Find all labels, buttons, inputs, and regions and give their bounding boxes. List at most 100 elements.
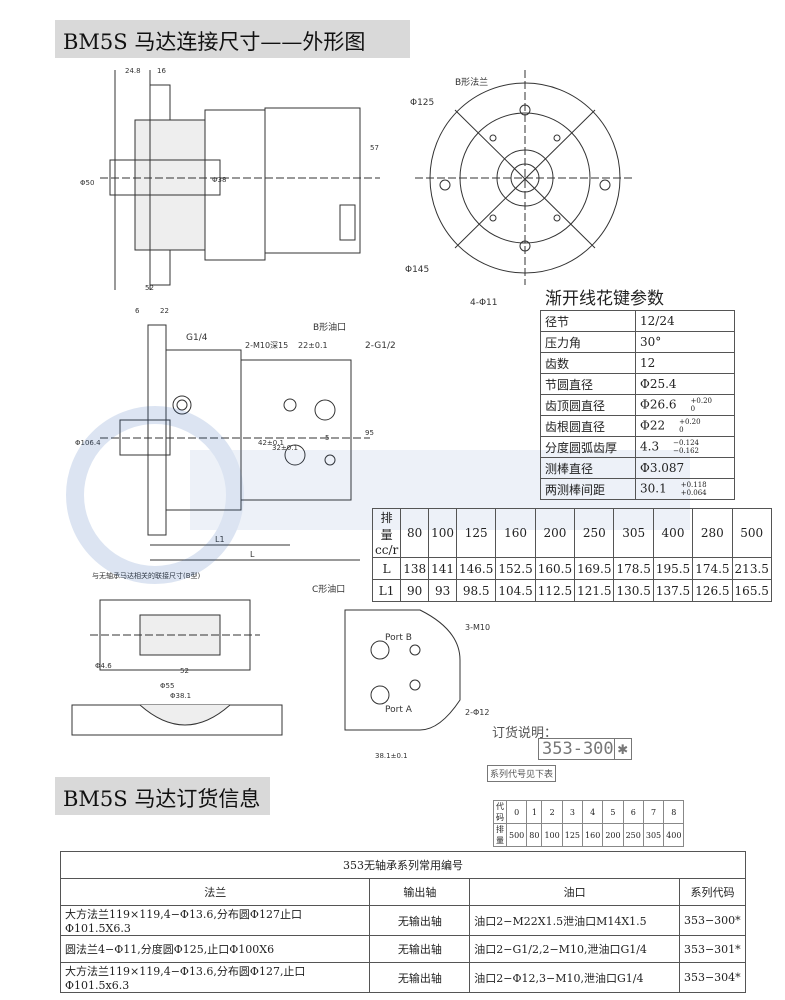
cell: 126.5 xyxy=(692,579,733,602)
spline-param: 节圆直径 xyxy=(540,373,636,395)
cell: 104.5 xyxy=(495,579,536,602)
svg-text:Φ55: Φ55 xyxy=(160,682,174,690)
svg-text:6: 6 xyxy=(135,307,140,315)
svg-text:Φ125: Φ125 xyxy=(410,98,434,108)
section-title-order: BM5S 马达订货信息 xyxy=(55,777,270,815)
spline-param: 齿数 xyxy=(540,352,636,374)
series-header: 法兰输出轴油口系列代码 xyxy=(59,878,747,906)
order-code: 353-300 xyxy=(542,739,614,759)
front-view-drawing xyxy=(415,70,635,285)
cell: 353−300* xyxy=(678,905,747,936)
cell: 1 xyxy=(526,800,543,824)
cell: 141 xyxy=(428,557,458,580)
cell: 200 xyxy=(602,823,624,847)
series-row: 大方法兰119×119,4−Φ13.6,分布圆Φ127,止口Φ101.5x6.3… xyxy=(59,962,747,993)
cell: 油口2−Φ12,3−M10,泄油口G1/4 xyxy=(469,962,680,993)
svg-text:B形法兰: B形法兰 xyxy=(455,76,488,88)
cell: 大方法兰119×119,4−Φ13.6,分布圆Φ127,止口Φ101.5x6.3 xyxy=(59,962,371,993)
svg-text:52: 52 xyxy=(145,284,154,292)
svg-text:Port A: Port A xyxy=(385,705,413,715)
cell: 305 xyxy=(642,823,665,847)
cell: 7 xyxy=(642,800,665,824)
cell: 90 xyxy=(400,579,430,602)
cell: 排量 xyxy=(493,823,507,847)
spline-value: 12 xyxy=(635,352,735,374)
svg-text:L: L xyxy=(250,550,255,559)
series-table: 353无轴承系列常用编号法兰输出轴油口系列代码大方法兰119×119,4−Φ13… xyxy=(59,851,747,993)
cell: 160.5 xyxy=(534,557,576,580)
svg-text:5: 5 xyxy=(325,434,329,442)
cell: 8 xyxy=(663,800,685,824)
cell: 500 xyxy=(505,823,528,847)
svg-text:Φ50: Φ50 xyxy=(80,179,94,187)
spline-param: 压力角 xyxy=(540,331,636,353)
cell: 大方法兰119×119,4−Φ13.6,分布圆Φ127止口Φ101.5X6.3 xyxy=(59,905,371,936)
cell: 130.5 xyxy=(613,579,654,602)
cell: 6 xyxy=(622,800,644,824)
cell: 160 xyxy=(582,823,604,847)
port-side-drawing xyxy=(100,324,370,561)
cell: 80 xyxy=(526,823,543,847)
spline-value: 12/24 xyxy=(635,310,735,332)
svg-text:32±0.1: 32±0.1 xyxy=(272,444,298,452)
cell: 4 xyxy=(582,800,604,824)
cell: 353−304* xyxy=(678,962,747,993)
cell: 353−301* xyxy=(678,935,747,963)
header-cell: 输出轴 xyxy=(369,878,471,906)
svg-text:2-Φ12: 2-Φ12 xyxy=(465,708,489,717)
cell: 3 xyxy=(561,800,584,824)
svg-text:Φ106.4: Φ106.4 xyxy=(75,439,101,447)
svg-text:3-M10: 3-M10 xyxy=(465,623,490,632)
order-note: 系列代号见下表 xyxy=(487,765,557,782)
header-cell: 160 xyxy=(495,508,536,558)
spline-param: 径节 xyxy=(540,310,636,332)
cell: 152.5 xyxy=(495,557,536,580)
cell: 油口2−G1/2,2−M10,泄油口G1/4 xyxy=(469,935,680,963)
svg-text:2-M10深15: 2-M10深15 xyxy=(245,341,288,350)
header-cell: 100 xyxy=(428,508,458,558)
series-title-row: 353无轴承系列常用编号 xyxy=(60,851,746,879)
cell: 400 xyxy=(663,823,685,847)
spline-value: Φ3.087 xyxy=(635,457,735,479)
svg-text:2-G1/2: 2-G1/2 xyxy=(365,341,396,351)
cell: 169.5 xyxy=(574,557,615,580)
svg-text:G1/4: G1/4 xyxy=(186,333,208,343)
header-cell: 油口 xyxy=(469,878,680,906)
cell: 代码 xyxy=(493,800,507,824)
cell: 油口2−M22X1.5泄油口M14X1.5 xyxy=(469,905,680,936)
spline-value: 30.1+0.118+0.064 xyxy=(635,478,735,500)
cell: 2 xyxy=(541,800,563,824)
cell: 195.5 xyxy=(652,557,694,580)
svg-text:95: 95 xyxy=(365,429,374,437)
svg-text:57: 57 xyxy=(370,144,379,152)
cell: 圆法兰4−Φ11,分度圆Φ125,止口Φ100X6 xyxy=(59,935,371,963)
svg-text:42±0.1: 42±0.1 xyxy=(258,439,284,447)
cell: 213.5 xyxy=(731,557,772,580)
cell: L xyxy=(371,557,402,580)
cell: 125 xyxy=(561,823,584,847)
svg-text:38.1±0.1: 38.1±0.1 xyxy=(375,752,408,760)
cell: 138 xyxy=(400,557,430,580)
cell: 137.5 xyxy=(652,579,694,602)
header-cell: 法兰 xyxy=(59,878,371,906)
series-title: 353无轴承系列常用编号 xyxy=(60,851,746,879)
svg-text:24.8: 24.8 xyxy=(125,67,141,75)
